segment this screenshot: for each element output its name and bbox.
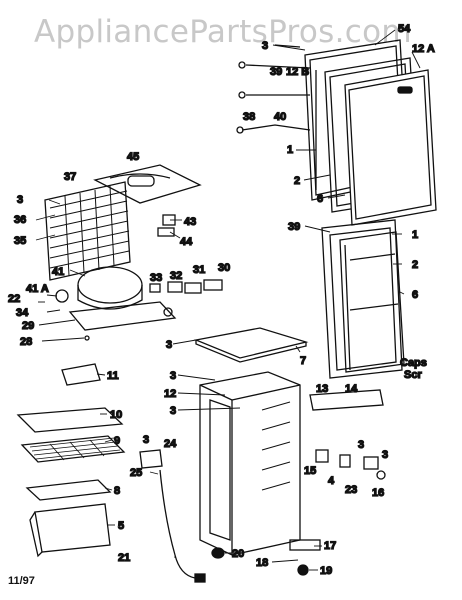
door-rail-14 (309, 389, 384, 411)
callout-12a: 12 A (412, 43, 435, 55)
callout-2: 2 (294, 175, 300, 187)
part-44-bracket (157, 227, 175, 237)
callout-5: 5 (118, 520, 124, 532)
foot-20 (211, 547, 225, 559)
callout-23: 23 (345, 484, 357, 496)
door-panel (344, 69, 437, 226)
footer-date: 11/97 (8, 575, 35, 587)
callout-25: 25 (130, 467, 142, 479)
callout-8: 8 (114, 485, 120, 497)
evaporator-tray (93, 164, 202, 204)
thermostat-30 (203, 279, 223, 291)
callout-3f: 3 (143, 434, 149, 446)
callout-44: 44 (180, 236, 193, 248)
callout-3b: 3 (17, 194, 23, 206)
callout-41a: 41 A (26, 283, 49, 295)
callout-39: 39 (270, 66, 282, 78)
callout-34: 34 (16, 307, 29, 319)
callout-45: 45 (127, 151, 139, 163)
compressor-assembly (55, 266, 223, 341)
overload-31 (184, 282, 202, 294)
callout-3h: 3 (382, 449, 388, 461)
watermark: AppliancePartsPros.com (34, 14, 412, 50)
hinge-17 (289, 539, 321, 551)
part-16 (376, 470, 386, 480)
power-cord-21 (159, 469, 196, 579)
callout-21: 21 (118, 552, 130, 564)
callout-17: 17 (324, 540, 336, 552)
callout-labels: 3 54 12 A 39 12 B 38 40 1 2 6 45 37 3 36… (7, 22, 435, 577)
callout-3c: 3 (166, 339, 172, 351)
callout-39b: 39 (288, 221, 300, 233)
callout-28: 28 (20, 336, 32, 348)
callout-37: 37 (64, 171, 76, 183)
callout-20: 20 (232, 548, 244, 560)
condenser-coil (44, 181, 131, 281)
relay-33 (149, 283, 161, 293)
shelves-and-bins (16, 363, 126, 558)
callout-6b: 6 (412, 289, 418, 301)
wire-shelf-9 (20, 435, 126, 463)
callout-2b: 2 (412, 259, 418, 271)
callout-3d: 3 (170, 370, 176, 382)
callout-7: 7 (300, 355, 306, 367)
callout-41: 41 (52, 266, 64, 278)
callout-4: 4 (328, 475, 335, 487)
callout-22: 22 (8, 293, 20, 305)
callout-3e: 3 (170, 405, 176, 417)
callout-13: 13 (316, 383, 328, 395)
callout-19: 19 (320, 565, 332, 577)
part-23 (363, 456, 379, 470)
part-4 (339, 454, 351, 468)
callout-33: 33 (150, 272, 162, 284)
callout-3g: 3 (358, 439, 364, 451)
crisper-cover-8 (25, 479, 112, 501)
callout-43: 43 (184, 216, 196, 228)
callout-32: 32 (170, 270, 182, 282)
callout-10: 10 (110, 409, 122, 421)
callout-40: 40 (274, 111, 286, 123)
shelf-10 (16, 407, 124, 433)
caps-stamp: Caps (400, 357, 427, 369)
scr-stamp: Scr (404, 369, 422, 381)
door-assembly (236, 39, 437, 226)
compressor (77, 266, 143, 304)
door-handle (397, 86, 413, 94)
compressor-base-plate (68, 301, 177, 331)
callout-38: 38 (243, 111, 255, 123)
callout-12b: 12 B (286, 66, 309, 78)
cabinet-door-frame (321, 219, 405, 379)
callout-31: 31 (193, 264, 205, 276)
callout-12: 12 (164, 388, 176, 400)
callout-24: 24 (164, 438, 177, 450)
callout-11: 11 (107, 370, 119, 382)
drip-tray-11 (61, 363, 101, 386)
hinge-bracket-24 (139, 449, 163, 469)
callout-9: 9 (114, 435, 120, 447)
callout-1b: 1 (412, 229, 418, 241)
part-15 (315, 449, 329, 463)
callout-36: 36 (14, 214, 26, 226)
callout-15: 15 (304, 465, 316, 477)
callout-16: 16 (372, 487, 384, 499)
condenser-assembly (44, 164, 202, 281)
callout-35: 35 (14, 235, 26, 247)
callout-29: 29 (22, 320, 34, 332)
crisper-bin-5 (34, 503, 111, 553)
cabinet-top-7 (193, 327, 309, 359)
screw-19 (297, 564, 309, 576)
callout-18: 18 (256, 557, 268, 569)
cabinet-body (139, 327, 386, 583)
callout-1: 1 (287, 144, 293, 156)
callout-3: 3 (262, 40, 268, 52)
leader-lines (35, 29, 421, 571)
callout-54: 54 (398, 23, 411, 35)
callout-14: 14 (345, 383, 358, 395)
callout-30: 30 (218, 262, 230, 274)
door-hinge-pin (238, 61, 246, 69)
relay-32 (167, 281, 183, 293)
callout-6: 6 (317, 193, 323, 205)
